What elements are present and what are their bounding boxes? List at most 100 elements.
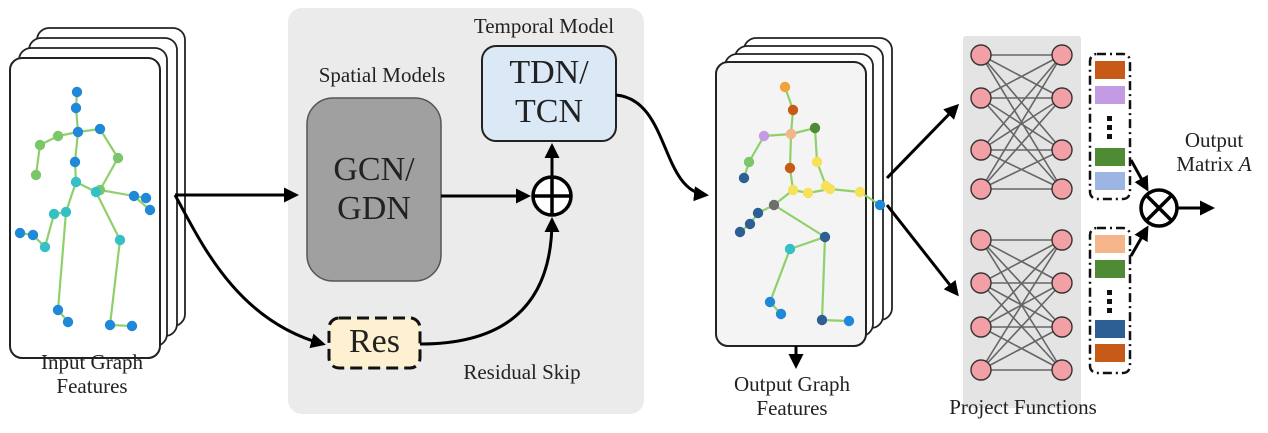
project-functions-label: Project Functions bbox=[949, 395, 1097, 419]
output-matrix-label: Output Matrix A bbox=[1162, 128, 1266, 176]
skeleton-joint bbox=[140, 192, 152, 204]
skeleton-joint bbox=[114, 234, 126, 246]
skeleton-joint bbox=[39, 241, 51, 253]
network-node bbox=[1051, 139, 1073, 161]
skeleton-joint bbox=[70, 102, 82, 114]
vector-group-top bbox=[1095, 61, 1125, 190]
arrow-tdn-to-output bbox=[615, 93, 709, 202]
skeleton-joint bbox=[784, 162, 796, 174]
skeleton-bone bbox=[99, 157, 119, 191]
arrow-res-to-sum bbox=[419, 217, 560, 346]
skeleton-joint bbox=[94, 123, 106, 135]
network-edge bbox=[980, 54, 1063, 99]
output-graph-label: Output Graph Features bbox=[702, 372, 882, 420]
skeleton-joint bbox=[144, 204, 156, 216]
skeleton-joint bbox=[874, 199, 886, 211]
skeleton-joint bbox=[816, 314, 828, 326]
network-edge bbox=[980, 54, 1063, 151]
network-edge bbox=[980, 97, 1063, 151]
skeleton-joint bbox=[70, 176, 82, 188]
vector-cell bbox=[1095, 235, 1125, 253]
network-edge bbox=[980, 54, 1063, 190]
gcn-text: GCN/ bbox=[333, 151, 415, 188]
network-node bbox=[1051, 229, 1073, 251]
skeleton-joint bbox=[758, 130, 770, 142]
network-edge bbox=[980, 239, 1063, 328]
spatial-models-title: Spatial Models bbox=[318, 63, 446, 87]
network-node bbox=[970, 229, 992, 251]
network-edge bbox=[980, 282, 1063, 371]
skeleton-joint bbox=[69, 156, 81, 168]
skeleton-bone bbox=[56, 211, 68, 311]
projection-network-top bbox=[970, 44, 1073, 200]
skeleton-joint bbox=[819, 231, 831, 243]
network-node bbox=[970, 178, 992, 200]
product-node bbox=[1139, 188, 1179, 228]
network-node bbox=[970, 139, 992, 161]
skeleton-joint bbox=[744, 218, 756, 230]
skeleton-joint bbox=[48, 208, 60, 220]
gcn-gdn-text: GCN/ GDN bbox=[307, 150, 441, 228]
skeleton-joint bbox=[752, 207, 764, 219]
output-skeleton bbox=[734, 81, 886, 327]
skeleton-joint bbox=[779, 81, 791, 93]
projection-network-bottom bbox=[970, 229, 1073, 381]
network-node bbox=[1051, 359, 1073, 381]
skeleton-joint bbox=[811, 156, 823, 168]
arrow-output-to-net-bottom bbox=[885, 204, 959, 297]
skeleton-joint bbox=[60, 206, 72, 218]
output-matrix-line2: Matrix A bbox=[1162, 152, 1266, 176]
skeleton-bone bbox=[99, 128, 119, 159]
skeleton-joint bbox=[52, 304, 64, 316]
network-node bbox=[970, 359, 992, 381]
network-node bbox=[970, 87, 992, 109]
skeleton-joint bbox=[27, 229, 39, 241]
sum-node bbox=[531, 175, 573, 217]
skeleton-joint bbox=[843, 315, 855, 327]
skeleton-joint bbox=[738, 172, 750, 184]
network-edge bbox=[980, 239, 1063, 371]
vector-cell bbox=[1095, 320, 1125, 338]
skeleton-bone bbox=[95, 191, 121, 241]
skeleton-joint bbox=[104, 319, 116, 331]
input-skeleton bbox=[14, 86, 156, 332]
skeleton-bone bbox=[788, 133, 793, 169]
tcn-text: TCN bbox=[515, 93, 583, 131]
vector-cell bbox=[1095, 172, 1125, 190]
skeleton-bone bbox=[789, 235, 826, 251]
gdn-text: GDN bbox=[337, 190, 411, 228]
arrow-output-to-net-top bbox=[885, 103, 960, 180]
skeleton-joint bbox=[34, 139, 46, 151]
network-edge bbox=[980, 326, 1063, 371]
skeleton-joint bbox=[128, 190, 140, 202]
skeleton-joint bbox=[30, 169, 42, 181]
network-node bbox=[1051, 178, 1073, 200]
skeleton-bone bbox=[64, 181, 78, 213]
skeleton-joint bbox=[764, 296, 776, 308]
skeleton-joint bbox=[775, 308, 787, 320]
skeleton-joint bbox=[72, 126, 84, 138]
network-node bbox=[1051, 316, 1073, 338]
skeleton-joint bbox=[787, 104, 799, 116]
skeleton-joint bbox=[768, 199, 780, 211]
ellipsis-dot bbox=[1107, 299, 1112, 304]
ellipsis-dot bbox=[1107, 116, 1112, 121]
tdn-text: TDN/ bbox=[509, 54, 589, 91]
output-graph-label-line1: Output Graph bbox=[733, 372, 851, 396]
arrow-input-to-res bbox=[173, 194, 326, 349]
skeleton-joint bbox=[809, 122, 821, 134]
residual-skip-label: Residual Skip bbox=[463, 360, 581, 384]
skeleton-joint bbox=[784, 243, 796, 255]
skeleton-joint bbox=[62, 316, 74, 328]
network-edge bbox=[980, 149, 1063, 190]
network-node bbox=[1051, 272, 1073, 294]
skeleton-joint bbox=[112, 152, 124, 164]
output-graph-label-line2: Features bbox=[756, 396, 828, 421]
output-graph-stack bbox=[715, 37, 893, 347]
skeleton-joint bbox=[854, 186, 866, 198]
ellipsis-dot bbox=[1107, 134, 1112, 139]
network-node bbox=[1051, 44, 1073, 66]
network-edge bbox=[980, 97, 1063, 190]
skeleton-joint bbox=[126, 320, 138, 332]
